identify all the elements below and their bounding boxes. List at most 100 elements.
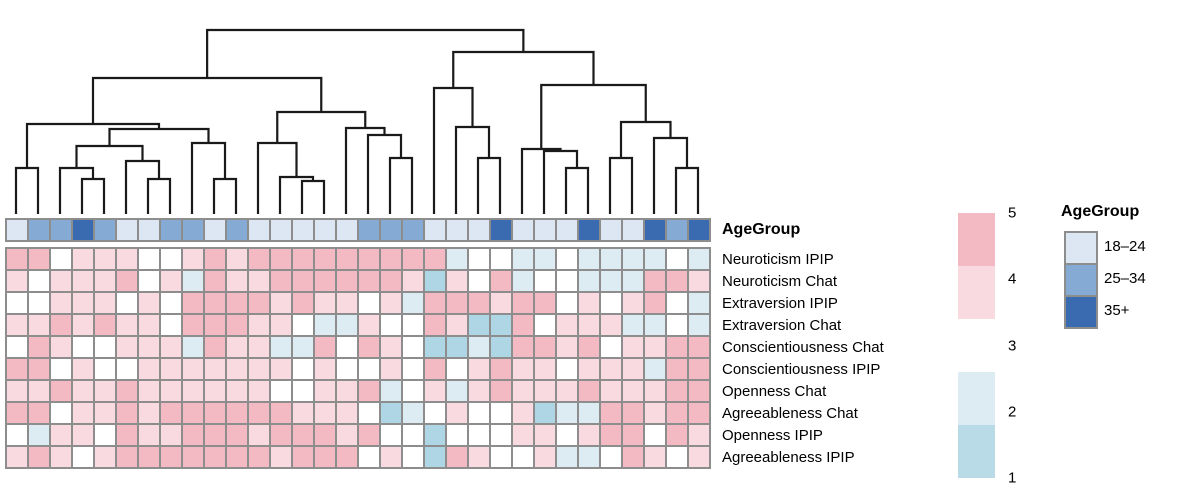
- heatmap-cell: [469, 359, 489, 379]
- heatmap-cell: [601, 381, 621, 401]
- row-label: Neuroticism IPIP: [722, 251, 834, 268]
- heatmap-cell: [117, 447, 137, 467]
- heatmap-cell: [667, 293, 687, 313]
- heatmap-cell: [491, 315, 511, 335]
- heatmap-cell: [425, 381, 445, 401]
- heatmap-cell: [293, 381, 313, 401]
- heatmap-cell: [227, 271, 247, 291]
- heatmap-cell: [7, 249, 27, 269]
- agegroup-legend-title: AgeGroup: [1061, 203, 1140, 220]
- heatmap-cell: [403, 425, 423, 445]
- heatmap-cell: [469, 249, 489, 269]
- heatmap-cell: [667, 337, 687, 357]
- heatmap-cell: [535, 315, 555, 335]
- heatmap-cell: [29, 293, 49, 313]
- heatmap-cell: [315, 293, 335, 313]
- heatmap-cell: [359, 381, 379, 401]
- heatmap-cell: [623, 359, 643, 379]
- heatmap-cell: [183, 293, 203, 313]
- heatmap-cell: [403, 403, 423, 423]
- agegroup-cell: [227, 220, 247, 240]
- heatmap-cell: [601, 249, 621, 269]
- heatmap-cell: [161, 249, 181, 269]
- heatmap-cell: [205, 249, 225, 269]
- heatmap-cell: [667, 359, 687, 379]
- heatmap-cell: [689, 293, 709, 313]
- heatmap-cell: [271, 359, 291, 379]
- agegroup-cell: [205, 220, 225, 240]
- heatmap-cell: [73, 337, 93, 357]
- heatmap-cell: [381, 293, 401, 313]
- heatmap-cell: [579, 337, 599, 357]
- heatmap-cell: [579, 447, 599, 467]
- heatmap-cell: [425, 249, 445, 269]
- heatmap-cell: [601, 447, 621, 467]
- heatmap-cell: [293, 425, 313, 445]
- heatmap-cell: [623, 315, 643, 335]
- heatmap-cell: [513, 315, 533, 335]
- heatmap-cell: [29, 447, 49, 467]
- heatmap-cell: [183, 315, 203, 335]
- dendrogram-branch: [520, 147, 562, 214]
- row-label: Extraversion IPIP: [722, 295, 838, 312]
- heatmap-cell: [315, 403, 335, 423]
- heatmap-cell: [535, 381, 555, 401]
- heatmap-cell: [425, 293, 445, 313]
- heatmap-cell: [601, 359, 621, 379]
- heatmap-cell: [51, 337, 71, 357]
- agegroup-cell: [623, 220, 643, 240]
- heatmap-cell: [337, 293, 357, 313]
- dendrogram-branch: [146, 177, 172, 214]
- dendrogram-branch: [366, 133, 403, 214]
- heatmap-cell: [623, 249, 643, 269]
- heatmap-cell: [689, 249, 709, 269]
- agegroup-cell: [117, 220, 137, 240]
- heatmap-cell: [161, 271, 181, 291]
- heatmap-cell: [271, 315, 291, 335]
- annotation-row-title: AgeGroup: [722, 221, 801, 238]
- heatmap-cell: [315, 381, 335, 401]
- heatmap-cell: [447, 271, 467, 291]
- heatmap-cell: [139, 271, 159, 291]
- colorbar-block: [958, 266, 995, 319]
- heatmap-cell: [535, 425, 555, 445]
- dendrogram-branch: [80, 177, 106, 214]
- heatmap-cell: [7, 425, 27, 445]
- heatmap-cell: [73, 271, 93, 291]
- heatmap-cell: [117, 425, 137, 445]
- heatmap-cell: [469, 337, 489, 357]
- heatmap-cell: [337, 249, 357, 269]
- heatmap-cell: [535, 271, 555, 291]
- dendrogram-branch: [674, 166, 700, 214]
- heatmap-cell: [95, 249, 115, 269]
- heatmap-cell: [513, 249, 533, 269]
- heatmap-cell: [425, 447, 445, 467]
- heatmap-cell: [337, 359, 357, 379]
- dendrogram-branch: [58, 166, 95, 214]
- heatmap-cell: [205, 403, 225, 423]
- agegroup-legend-label: 25–34: [1104, 270, 1146, 287]
- heatmap-cell: [381, 315, 401, 335]
- heatmap-cell: [447, 359, 467, 379]
- heatmap-cell: [557, 337, 577, 357]
- heatmap-cell: [623, 403, 643, 423]
- heatmap-cell: [623, 337, 643, 357]
- heatmap-cell: [315, 249, 335, 269]
- agegroup-cell: [293, 220, 313, 240]
- heatmap-cell: [381, 381, 401, 401]
- agegroup-cell: [403, 220, 423, 240]
- heatmap-cell: [601, 425, 621, 445]
- row-label: Openness IPIP: [722, 427, 823, 444]
- heatmap-cell: [315, 271, 335, 291]
- heatmap-cell: [183, 271, 203, 291]
- heatmap-cell: [491, 381, 511, 401]
- heatmap-cell: [73, 315, 93, 335]
- heatmap-cell: [623, 381, 643, 401]
- heatmap-cell: [29, 425, 49, 445]
- row-label: Conscientiousness IPIP: [722, 361, 881, 378]
- heatmap-cell: [535, 249, 555, 269]
- heatmap-cell: [7, 315, 27, 335]
- heatmap-cell: [557, 447, 577, 467]
- dendrogram-branch: [542, 149, 579, 214]
